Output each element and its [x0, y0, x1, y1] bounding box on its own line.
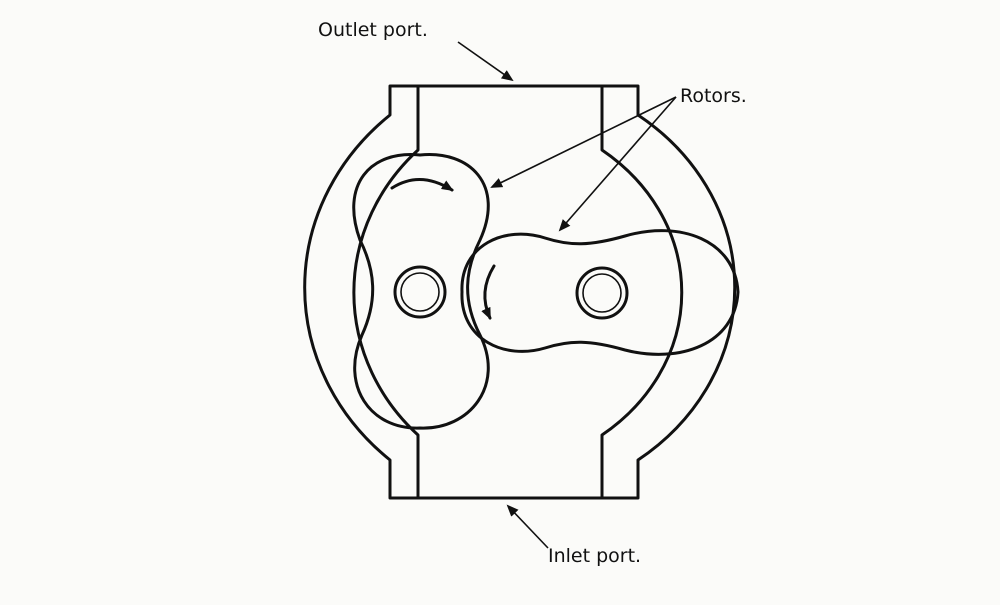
rotors-leader-right: [558, 96, 677, 232]
casing-left-wall: [303, 84, 420, 500]
casing-right-wall: [600, 84, 737, 500]
rotors-leader-left: [490, 96, 677, 188]
left-rotor-outline: [352, 153, 490, 430]
left-rotor-rotation-arrow: [390, 178, 454, 192]
right-rotor-shaft: [575, 266, 629, 320]
pump-casing: [303, 84, 737, 500]
inlet-leader: [506, 504, 549, 549]
left-rotor-shaft: [393, 265, 447, 319]
leader-lines: [457, 41, 677, 549]
right-rotor-rotation-arrow: [481, 264, 496, 320]
outlet-port-label: Outlet port.: [318, 19, 428, 41]
outlet-leader: [457, 41, 514, 82]
right-rotor-shaft-inner: [582, 273, 622, 313]
left-rotor: [352, 153, 490, 430]
left-rotor-shaft-inner: [400, 272, 440, 312]
right-rotor-outline: [460, 229, 740, 356]
rotors-label: Rotors.: [680, 85, 747, 107]
right-rotor: [460, 229, 740, 356]
inlet-port-label: Inlet port.: [548, 545, 641, 567]
